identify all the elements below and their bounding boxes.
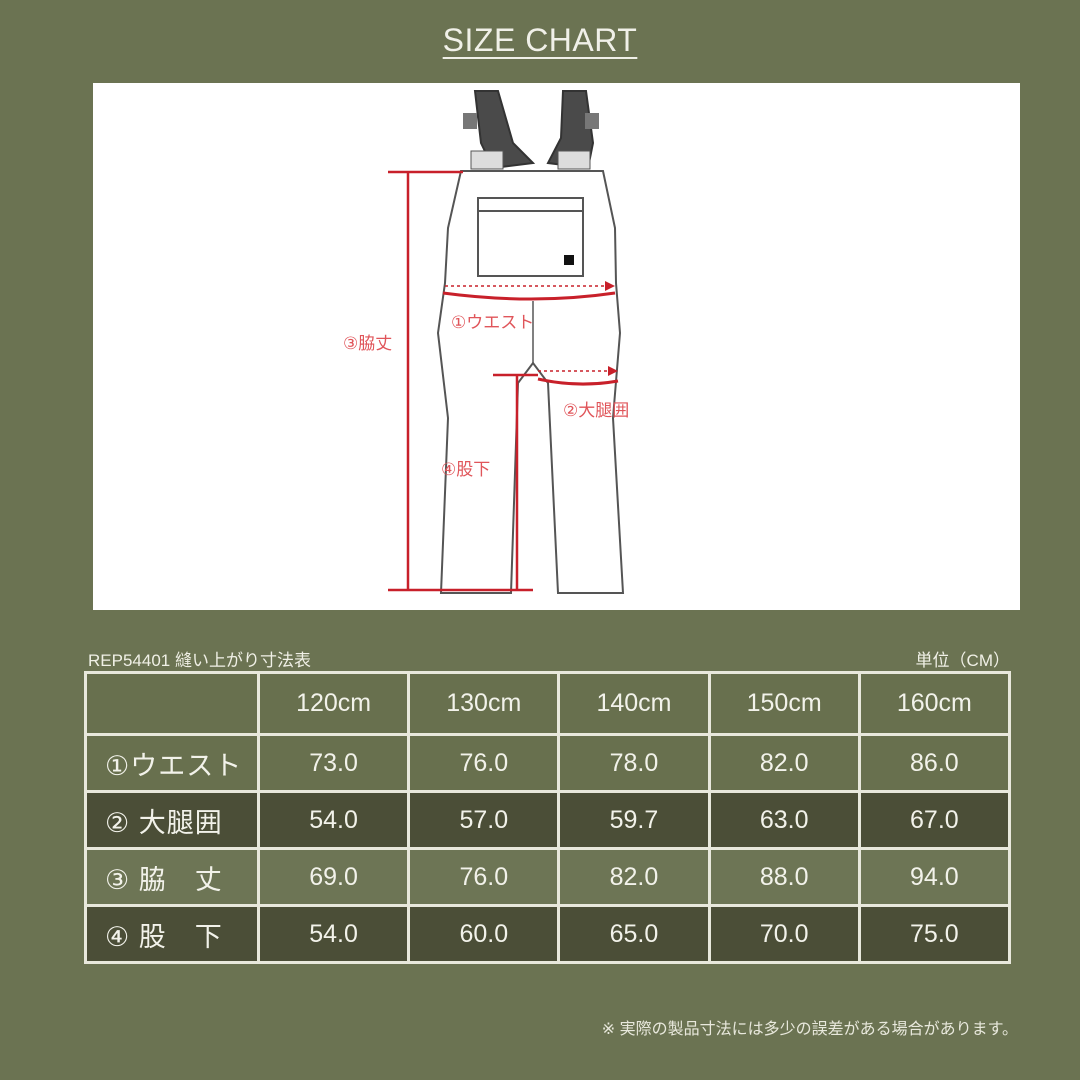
footnote: ※ 実際の製品寸法には多少の誤差がある場合があります。 (601, 1021, 1018, 1038)
table-cell: 63.0 (707, 790, 861, 850)
table-header-row: 120cm 130cm 140cm 150cm 160cm (84, 671, 1012, 736)
unit-label: 単位（CM） (915, 651, 1010, 670)
table-cell: 59.7 (557, 790, 711, 850)
table-cell: 82.0 (707, 733, 861, 793)
table-cell: 88.0 (707, 847, 861, 907)
table-cell: 82.0 (557, 847, 711, 907)
table-cell: 60.0 (407, 904, 561, 964)
table-cell: 65.0 (557, 904, 711, 964)
row-label: ④ 股 下 (84, 904, 260, 964)
column-header: 120cm (256, 671, 411, 736)
column-header: 160cm (857, 671, 1012, 736)
page-title: SIZE CHART (442, 22, 638, 58)
table-cell: 75.0 (857, 904, 1012, 964)
size-table: 120cm 130cm 140cm 150cm 160cm ①ウエスト 73.0… (84, 671, 1012, 964)
table-cell: 94.0 (857, 847, 1012, 907)
table-row: ④ 股 下 54.0 60.0 65.0 70.0 75.0 (84, 904, 1012, 964)
row-label: ② 大腿囲 (84, 790, 260, 850)
table-row: ①ウエスト 73.0 76.0 78.0 82.0 86.0 (84, 733, 1012, 793)
overalls-illustration: ①ウエスト ③脇丈 ②大腿囲 ④股下 (343, 90, 629, 594)
table-cell: 70.0 (707, 904, 861, 964)
table-cell: 76.0 (407, 847, 561, 907)
thigh-label: ②大腿囲 (563, 401, 629, 421)
table-cell: 54.0 (256, 904, 411, 964)
table-row: ③ 脇 丈 69.0 76.0 82.0 88.0 94.0 (84, 847, 1012, 907)
table-cell: 78.0 (557, 733, 711, 793)
overalls-diagram: ①ウエスト ③脇丈 ②大腿囲 ④股下 (93, 83, 1020, 610)
inseam-label: ④股下 (441, 460, 490, 480)
table-cell: 54.0 (256, 790, 411, 850)
table-row: ② 大腿囲 54.0 57.0 59.7 63.0 67.0 (84, 790, 1012, 850)
table-cell: 67.0 (857, 790, 1012, 850)
table-cell: 69.0 (256, 847, 411, 907)
row-label: ③ 脇 丈 (84, 847, 260, 907)
table-cell: 76.0 (407, 733, 561, 793)
table-cell: 86.0 (857, 733, 1012, 793)
row-label: ①ウエスト (84, 733, 260, 793)
table-cell: 73.0 (256, 733, 411, 793)
side-length-label: ③脇丈 (343, 334, 392, 354)
table-cell: 57.0 (407, 790, 561, 850)
column-header: 140cm (557, 671, 711, 736)
corner-cell (84, 671, 260, 736)
table-caption: REP54401 縫い上がり寸法表 (88, 651, 311, 670)
column-header: 130cm (407, 671, 561, 736)
waist-label: ①ウエスト (451, 313, 534, 333)
column-header: 150cm (707, 671, 861, 736)
